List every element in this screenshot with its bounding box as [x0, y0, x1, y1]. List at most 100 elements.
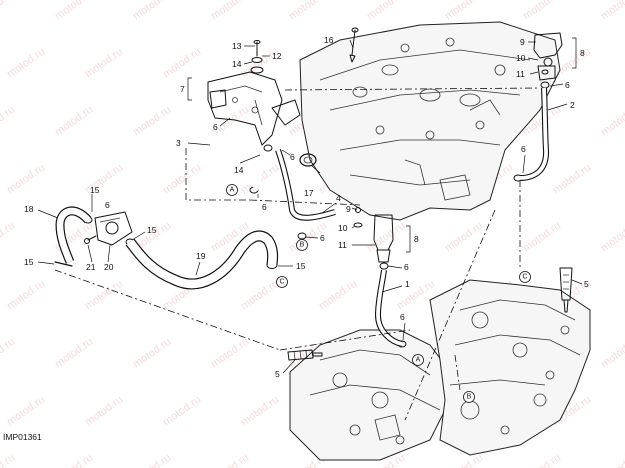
watermark-text: motod.ru: [131, 336, 173, 371]
hose-18: [55, 206, 92, 264]
label-10-mid: 10: [338, 223, 348, 233]
watermark-text: motod.ru: [131, 104, 173, 139]
label-21: 21: [86, 262, 96, 272]
label-18: 18: [24, 204, 34, 214]
label-6-hose2: 6: [521, 144, 526, 154]
watermark-text: motod.ru: [131, 0, 173, 22]
hose-1: [374, 269, 403, 347]
label-12: 12: [272, 51, 282, 61]
upper-engine-head: [299, 21, 561, 221]
bolt-13: [253, 40, 261, 57]
screw-21: [84, 235, 97, 244]
label-14-top: 14: [232, 59, 242, 69]
label-8-mid: 8: [414, 234, 419, 244]
svg-text:C: C: [279, 279, 284, 286]
bracket-assembly: [207, 71, 301, 146]
hose-2: [519, 87, 550, 181]
svg-text:A: A: [416, 357, 421, 364]
watermark-text: motod.ru: [443, 220, 485, 255]
svg-text:B: B: [300, 242, 305, 249]
label-6-top-right: 6: [565, 80, 570, 90]
watermark-text: motod.ru: [5, 394, 47, 429]
connection-lines: [54, 87, 541, 421]
hose-3: [203, 138, 262, 191]
watermark-text: motod.ru: [551, 162, 593, 197]
label-6-ref-a: 6: [262, 202, 267, 212]
watermark-text: motod.ru: [83, 278, 125, 313]
watermark-text: motod.ru: [599, 104, 625, 139]
watermark-text: motod.ru: [443, 452, 485, 468]
watermark-text: motod.ru: [0, 452, 17, 468]
watermark-text: motod.ru: [365, 0, 407, 22]
washer-12: [251, 57, 263, 63]
watermark-text: motod.ru: [0, 336, 17, 371]
sensor-16: [349, 27, 359, 63]
svg-text:A: A: [230, 187, 235, 194]
watermark-text: motod.ru: [239, 278, 281, 313]
label-15-right: 15: [296, 261, 306, 271]
label-17: 17: [304, 188, 314, 198]
label-20: 20: [104, 262, 114, 272]
label-4: 4: [336, 193, 341, 203]
hose-4: [275, 149, 336, 221]
valve-20: [94, 211, 133, 246]
watermark-text: motod.ru: [521, 0, 563, 22]
lower-engine-block: [289, 279, 591, 461]
spark-plug-left: [287, 349, 323, 361]
watermark-text: motod.ru: [53, 0, 95, 22]
watermark-text: motod.ru: [5, 162, 47, 197]
label-7: 7: [180, 84, 185, 94]
label-9-mid: 9: [346, 204, 351, 214]
watermark-text: motod.ru: [239, 394, 281, 429]
ref-c-upper: C: [276, 276, 288, 288]
svg-text:C: C: [522, 274, 527, 281]
label-15-left: 15: [24, 257, 34, 267]
label-14-lower: 14: [234, 165, 244, 175]
watermark-text: motod.ru: [161, 162, 203, 197]
grommet-14: [250, 66, 264, 74]
label-10-top: 10: [516, 53, 526, 63]
label-9-top: 9: [520, 37, 525, 47]
part-number-labels: 1 2 3 4 5 5 6 6 6 6 6 6 6 6 6 7 8 8 9 9 …: [24, 35, 589, 379]
watermark-text: motod.ru: [161, 46, 203, 81]
watermark-text: motod.ru: [0, 220, 17, 255]
label-16: 16: [324, 35, 334, 45]
svg-text:B: B: [467, 394, 472, 401]
label-8-top: 8: [580, 48, 585, 58]
label-11-mid: 11: [338, 240, 347, 250]
watermark-text: motod.ru: [599, 336, 625, 371]
label-6-valve: 6: [105, 200, 110, 210]
watermark-text: motod.ru: [521, 220, 563, 255]
watermark-text: motod.ru: [5, 46, 47, 81]
watermark-text: motod.ru: [83, 46, 125, 81]
watermark-text: motod.ru: [599, 220, 625, 255]
watermark-text: motod.ru: [5, 278, 47, 313]
label-11-top: 11: [516, 69, 525, 79]
watermark-text: motod.ru: [161, 394, 203, 429]
leader-lines: [37, 39, 583, 374]
watermark-text: motod.ru: [53, 452, 95, 468]
watermark-text: motod.ru: [53, 104, 95, 139]
watermark-text: motod.ru: [83, 394, 125, 429]
watermark-text: motod.ru: [599, 452, 625, 468]
label-6-ref-b: 6: [320, 233, 325, 243]
watermark-text: motod.ru: [131, 452, 173, 468]
plug-17: [299, 153, 317, 167]
valve-assembly-8-mid: [353, 207, 394, 263]
watermark-text: motod.ru: [365, 220, 407, 255]
label-3: 3: [176, 138, 181, 148]
ref-b-upper: B: [296, 239, 308, 251]
label-19: 19: [196, 251, 206, 261]
watermark-text: motod.ru: [0, 104, 17, 139]
diagram-code: IMP01361: [3, 432, 42, 442]
ref-a-lower: A: [412, 354, 424, 366]
label-15-top: 15: [90, 185, 100, 195]
group-brackets: [187, 37, 577, 253]
label-6-lower: 6: [400, 312, 405, 322]
ref-a-upper: A: [226, 184, 238, 196]
label-1: 1: [405, 279, 410, 289]
hose-19: [125, 230, 279, 290]
label-13: 13: [232, 41, 242, 51]
